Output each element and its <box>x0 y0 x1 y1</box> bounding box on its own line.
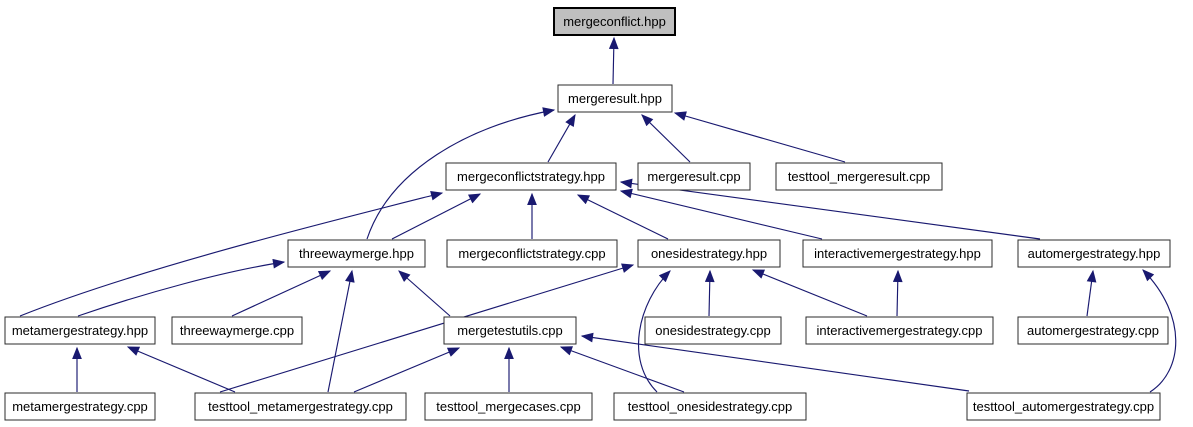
node-label: automergestrategy.cpp <box>1027 323 1159 338</box>
node-box <box>613 392 807 421</box>
node-box <box>424 392 593 421</box>
edge-interactivemergestrategy-hpp-to-mergeconflictstrategy-hpp <box>619 188 823 240</box>
node-box <box>443 316 577 345</box>
node-box <box>171 316 303 345</box>
node-box <box>445 162 617 191</box>
edge-interactivemergestrategy-cpp-to-interactivemergestrategy-hpp <box>892 269 903 317</box>
edge-testtool_automergestrategy-cpp-to-mergetestutils-cpp <box>580 332 970 392</box>
node-label: metamergestrategy.hpp <box>12 323 148 338</box>
node-box <box>805 316 994 345</box>
node-box <box>802 239 993 268</box>
node-label: mergeconflictstrategy.hpp <box>457 169 605 184</box>
node-box <box>644 316 782 345</box>
edge-threewaymerge-cpp-to-threewaymerge-hpp <box>231 270 332 317</box>
node-box <box>4 316 156 345</box>
node-box <box>1017 239 1171 268</box>
node-testtool_mergecases-cpp[interactable]: testtool_mergecases.cpp <box>424 392 593 421</box>
edge-interactivemergestrategy-cpp-to-onesidestrategy-hpp <box>751 269 868 317</box>
node-interactivemergestrategy-cpp[interactable]: interactivemergestrategy.cpp <box>805 316 994 345</box>
node-label: mergeconflict.hpp <box>563 14 666 29</box>
node-interactivemergestrategy-hpp[interactable]: interactivemergestrategy.hpp <box>802 239 993 268</box>
node-label: threewaymerge.hpp <box>299 246 414 261</box>
edge-mergeconflictstrategy-hpp-to-mergeresult-hpp <box>547 113 576 163</box>
node-box <box>966 392 1161 421</box>
node-label: threewaymerge.cpp <box>180 323 294 338</box>
edge-threewaymerge-hpp-to-mergeresult-hpp <box>366 107 556 240</box>
node-label: testtool_onesidestrategy.cpp <box>628 399 793 414</box>
node-threewaymerge-hpp[interactable]: threewaymerge.hpp <box>287 239 426 268</box>
node-label: testtool_metamergestrategy.cpp <box>208 399 393 414</box>
edge-testtool_onesidestrategy-cpp-to-mergetestutils-cpp <box>559 346 685 393</box>
node-metamergestrategy-cpp[interactable]: metamergestrategy.cpp <box>4 392 156 421</box>
node-mergeresult-hpp[interactable]: mergeresult.hpp <box>557 84 673 113</box>
node-box <box>637 239 781 268</box>
node-label: automergestrategy.hpp <box>1028 246 1161 261</box>
node-label: onesidestrategy.cpp <box>655 323 770 338</box>
edge-onesidestrategy-hpp-to-mergeconflictstrategy-hpp <box>576 194 669 240</box>
node-box <box>1017 316 1169 345</box>
node-onesidestrategy-hpp[interactable]: onesidestrategy.hpp <box>637 239 781 268</box>
edge-testtool_metamergestrategy-cpp-to-onesidestrategy-hpp <box>219 263 635 393</box>
edge-threewaymerge-hpp-to-mergeconflictstrategy-hpp <box>391 193 482 240</box>
node-label: mergeconflictstrategy.cpp <box>458 246 605 261</box>
node-onesidestrategy-cpp[interactable]: onesidestrategy.cpp <box>644 316 782 345</box>
node-box <box>637 162 751 191</box>
edge-testtool_onesidestrategy-cpp-to-onesidestrategy-hpp <box>637 270 671 393</box>
node-testtool_automergestrategy-cpp[interactable]: testtool_automergestrategy.cpp <box>966 392 1161 421</box>
node-label: interactivemergestrategy.hpp <box>814 246 981 261</box>
node-label: metamergestrategy.cpp <box>12 399 148 414</box>
node-threewaymerge-cpp[interactable]: threewaymerge.cpp <box>171 316 303 345</box>
node-box <box>553 7 676 36</box>
node-testtool_mergeresult-cpp[interactable]: testtool_mergeresult.cpp <box>775 162 943 191</box>
node-mergeconflictstrategy-cpp[interactable]: mergeconflictstrategy.cpp <box>446 239 618 268</box>
node-testtool_metamergestrategy-cpp[interactable]: testtool_metamergestrategy.cpp <box>194 392 407 421</box>
node-automergestrategy-hpp[interactable]: automergestrategy.hpp <box>1017 239 1171 268</box>
node-box <box>287 239 426 268</box>
node-label: mergeresult.hpp <box>568 91 662 106</box>
node-label: testtool_mergecases.cpp <box>436 399 581 414</box>
edge-mergetestutils-cpp-to-threewaymerge-hpp <box>398 270 451 317</box>
node-box <box>557 84 673 113</box>
node-box <box>446 239 618 268</box>
node-mergeresult-cpp[interactable]: mergeresult.cpp <box>637 162 751 191</box>
node-label: testtool_automergestrategy.cpp <box>973 399 1154 414</box>
edge-mergeresult-cpp-to-mergeresult-hpp <box>641 114 691 163</box>
edge-metamergestrategy-hpp-to-threewaymerge-hpp <box>77 258 286 317</box>
node-mergetestutils-cpp[interactable]: mergetestutils.cpp <box>443 316 577 345</box>
edge-automergestrategy-cpp-to-automergestrategy-hpp <box>1086 269 1097 317</box>
node-metamergestrategy-hpp[interactable]: metamergestrategy.hpp <box>4 316 156 345</box>
node-label: onesidestrategy.hpp <box>651 246 767 261</box>
node-box <box>194 392 407 421</box>
edge-testtool_metamergestrategy-cpp-to-threewaymerge-hpp <box>327 269 355 393</box>
node-label: mergetestutils.cpp <box>457 323 563 338</box>
node-box <box>4 392 156 421</box>
edge-mergeresult-hpp-to-mergeconflict-hpp <box>608 36 619 85</box>
node-mergeconflict-hpp[interactable]: mergeconflict.hpp <box>553 7 676 36</box>
node-label: mergeresult.cpp <box>647 169 740 184</box>
edge-onesidestrategy-cpp-to-onesidestrategy-hpp <box>704 269 715 317</box>
edge-automergestrategy-hpp-to-mergeconflictstrategy-hpp <box>619 178 1041 240</box>
edge-testtool_metamergestrategy-cpp-to-mergetestutils-cpp <box>353 347 461 393</box>
edge-testtool_metamergestrategy-cpp-to-metamergestrategy-hpp <box>126 346 236 393</box>
node-box <box>775 162 943 191</box>
edge-metamergestrategy-hpp-to-mergeconflictstrategy-hpp <box>19 190 444 317</box>
node-testtool_onesidestrategy-cpp[interactable]: testtool_onesidestrategy.cpp <box>613 392 807 421</box>
node-mergeconflictstrategy-hpp[interactable]: mergeconflictstrategy.hpp <box>445 162 617 191</box>
node-automergestrategy-cpp[interactable]: automergestrategy.cpp <box>1017 316 1169 345</box>
edge-testtool_mergeresult-cpp-to-mergeresult-hpp <box>673 111 846 163</box>
node-label: interactivemergestrategy.cpp <box>817 323 983 338</box>
node-label: testtool_mergeresult.cpp <box>788 169 930 184</box>
edge-testtool_automergestrategy-cpp-to-automergestrategy-hpp <box>1142 269 1177 393</box>
